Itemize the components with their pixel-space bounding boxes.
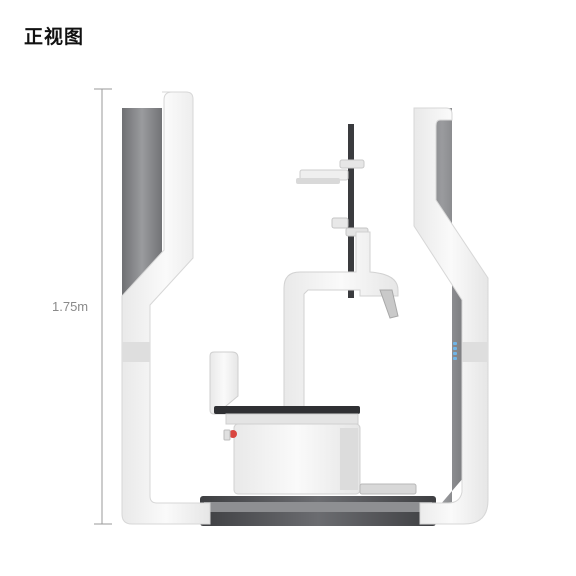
left-column-gray-panel bbox=[122, 108, 162, 505]
cabinet-side bbox=[340, 428, 358, 490]
page-title: 正视图 bbox=[24, 26, 85, 48]
foot-pad bbox=[359, 483, 417, 495]
left-column-frame bbox=[121, 91, 211, 525]
indicator-led-icon bbox=[453, 342, 457, 360]
left-column-band bbox=[122, 342, 150, 362]
head-lamp-lens bbox=[296, 178, 340, 184]
base-plate-highlight bbox=[204, 502, 432, 512]
support-arm bbox=[283, 231, 399, 411]
seat-rim bbox=[225, 413, 359, 425]
mast-rod bbox=[348, 124, 354, 298]
base-cabinet bbox=[233, 423, 361, 495]
button-housing bbox=[223, 429, 231, 441]
backrest bbox=[209, 351, 239, 415]
dimension-line-icon bbox=[94, 88, 112, 525]
seat-platform bbox=[214, 406, 360, 414]
arm-nozzle bbox=[379, 289, 399, 319]
right-column-frame bbox=[413, 107, 489, 525]
emergency-stop-button bbox=[229, 430, 237, 438]
middle-clamp bbox=[331, 217, 349, 229]
right-column-band bbox=[462, 342, 488, 362]
height-dimension-label: 1.75m bbox=[52, 299, 89, 314]
upper-clamp bbox=[339, 159, 365, 169]
